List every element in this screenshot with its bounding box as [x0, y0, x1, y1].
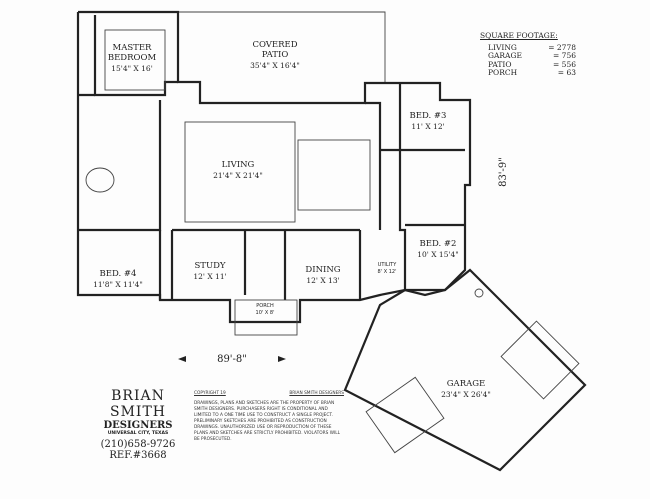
plan-reference: REF.#3668	[109, 450, 167, 461]
dimension-arrow-left	[178, 356, 186, 362]
patio-label-2: PATIO	[262, 50, 289, 60]
porch-outline	[234, 299, 298, 336]
interior-walls	[78, 15, 465, 300]
bed3-size: 11' X 12'	[411, 122, 444, 131]
master-rug	[104, 29, 166, 91]
legal-text: DRAWINGS, PLANS AND SKETCHES ARE THE PRO…	[194, 401, 341, 442]
master-label-2: BEDROOM	[108, 53, 157, 63]
bed4-size: 11'8" X 11'4"	[93, 280, 143, 289]
designer-city: UNIVERSAL CITY, TEXAS	[107, 431, 169, 436]
kitchen-island	[297, 139, 371, 211]
copyright-owner: BRIAN SMITH DESIGNERS	[289, 391, 344, 396]
garage-label: GARAGE	[447, 379, 485, 389]
designer-sub: DESIGNERS	[103, 420, 173, 431]
width-dimension: 89'-8"	[217, 354, 247, 365]
dining-size: 12' X 13'	[306, 276, 339, 285]
sqft-row-patio: PATIO= 556	[488, 59, 576, 69]
bed3-label: BED. #3	[410, 111, 447, 121]
master-size: 15'4" X 16'	[111, 64, 153, 73]
porch-label: PORCH	[256, 303, 274, 309]
bed2-size: 10' X 15'4"	[417, 250, 459, 259]
square-footage-title: SQUARE FOOTAGE:	[480, 31, 558, 40]
utility-size: 8' X 12'	[378, 269, 397, 275]
garage-outline	[343, 268, 587, 472]
study-size: 12' X 11'	[193, 272, 226, 281]
sqft-row-porch: PORCH= 63	[488, 68, 576, 77]
dimension-arrow-right	[278, 356, 286, 362]
garage-size: 23'4" X 26'4"	[441, 390, 491, 399]
master-label: MASTER	[113, 43, 153, 53]
living-rug	[184, 121, 296, 223]
water-heater-icon	[474, 288, 484, 298]
patio-label: COVERED	[252, 40, 297, 50]
garage-car-1	[365, 376, 445, 454]
copyright: COPYRIGHT 19	[194, 391, 226, 396]
study-label: STUDY	[194, 261, 225, 271]
living-size: 21'4" X 21'4"	[213, 171, 263, 180]
sqft-row-living: LIVING= 2778	[488, 42, 576, 52]
garage-car-2	[500, 320, 580, 400]
patio-size: 35'4" X 16'4"	[250, 61, 300, 70]
square-footage-table: SQUARE FOOTAGE: LIVING= 2778 GARAGE= 756…	[480, 31, 576, 78]
legal-notice: COPYRIGHT 19 BRIAN SMITH DESIGNERS DRAWIN…	[194, 391, 344, 443]
dining-label: DINING	[305, 265, 340, 275]
designer-name: BRIAN SMITH	[109, 388, 166, 420]
living-label: LIVING	[222, 160, 255, 170]
bathtub	[85, 167, 115, 193]
porch-size: 10' X 8'	[256, 310, 275, 316]
bed4-label: BED. #4	[100, 269, 137, 279]
utility-label: UTILITY	[378, 262, 398, 268]
designer-phone: (210)658-9726	[100, 439, 176, 450]
bed2-label: BED. #2	[420, 239, 457, 249]
designer-block: BRIAN SMITH DESIGNERS UNIVERSAL CITY, TE…	[88, 388, 188, 461]
sqft-row-garage: GARAGE= 756	[488, 51, 576, 60]
depth-dimension: 83'-9"	[498, 157, 509, 187]
